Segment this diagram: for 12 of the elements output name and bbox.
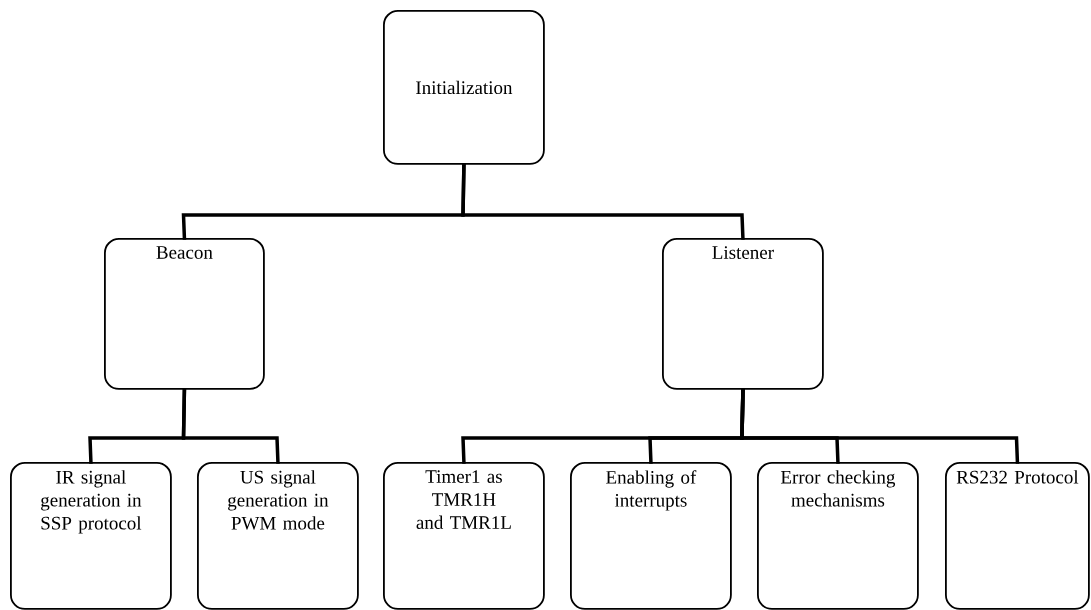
connector <box>181 388 280 464</box>
process-box: Listener <box>662 238 824 390</box>
process-box: RS232 Protocol <box>945 462 1090 610</box>
process-box: Initialization <box>383 10 545 165</box>
process-box: IR signal generation in SSP protocol <box>10 462 172 610</box>
process-box: US signal generation in PWM mode <box>197 462 359 610</box>
process-box: Timer1 as TMR1H and TMR1L <box>383 462 545 610</box>
connector <box>461 163 745 240</box>
process-box: Enabling of interrupts <box>570 462 732 610</box>
process-box: Beacon <box>104 238 265 390</box>
process-box: Error checking mechanisms <box>757 462 919 610</box>
connector <box>740 388 1020 464</box>
